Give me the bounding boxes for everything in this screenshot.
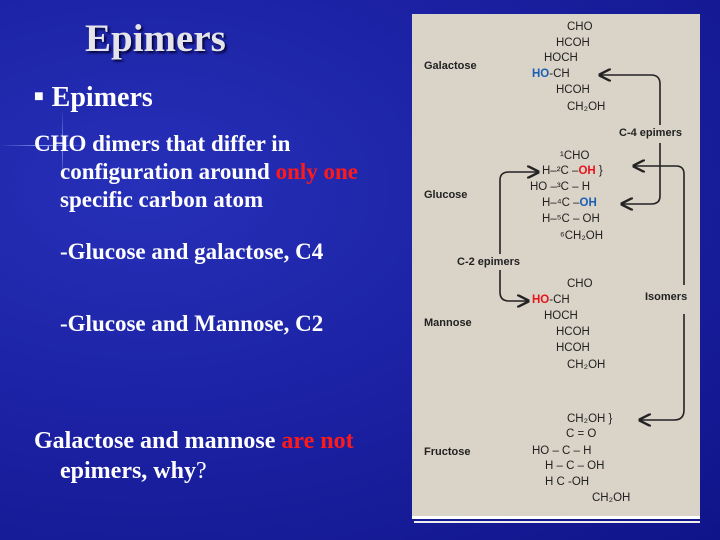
paragraph-definition: CHO dimers that differ in configuration … xyxy=(34,131,358,212)
label-c2-epimers: C-2 epimers xyxy=(457,256,520,268)
isomer-arrow-fructose xyxy=(640,314,685,420)
label-c4-epimers: C-4 epimers xyxy=(619,127,682,139)
slide-title: Epimers xyxy=(85,17,226,60)
bullet-square-icon: ■ xyxy=(34,88,44,105)
label-fructose: Fructose xyxy=(424,446,471,458)
figure-rule xyxy=(414,521,700,523)
bullet-text: Epimers xyxy=(51,82,153,113)
paragraph-question: Galactose and mannose are not epimers, w… xyxy=(34,428,354,484)
bullet-heading: ■ Epimers xyxy=(34,82,153,114)
item-glucose-mannose: -Glucose and Mannose, C2 xyxy=(60,311,324,336)
c2-arrow-mannose xyxy=(499,270,528,301)
c4-arrow-glucose xyxy=(622,143,661,204)
label-isomers: Isomers xyxy=(645,291,688,303)
label-galactose: Galactose xyxy=(424,60,477,72)
decorative-line xyxy=(0,145,90,146)
c2-arrow-glucose xyxy=(499,172,538,254)
label-glucose: Glucose xyxy=(424,189,468,201)
item-glucose-galactose: -Glucose and galactose, C4 xyxy=(60,239,324,264)
isomer-arrow-glucose xyxy=(634,166,685,285)
figure-rule xyxy=(412,516,700,519)
label-mannose: Mannose xyxy=(424,317,472,329)
decorative-line xyxy=(62,110,63,180)
c4-arrow-galactose xyxy=(600,75,661,125)
epimers-figure xyxy=(412,14,700,516)
